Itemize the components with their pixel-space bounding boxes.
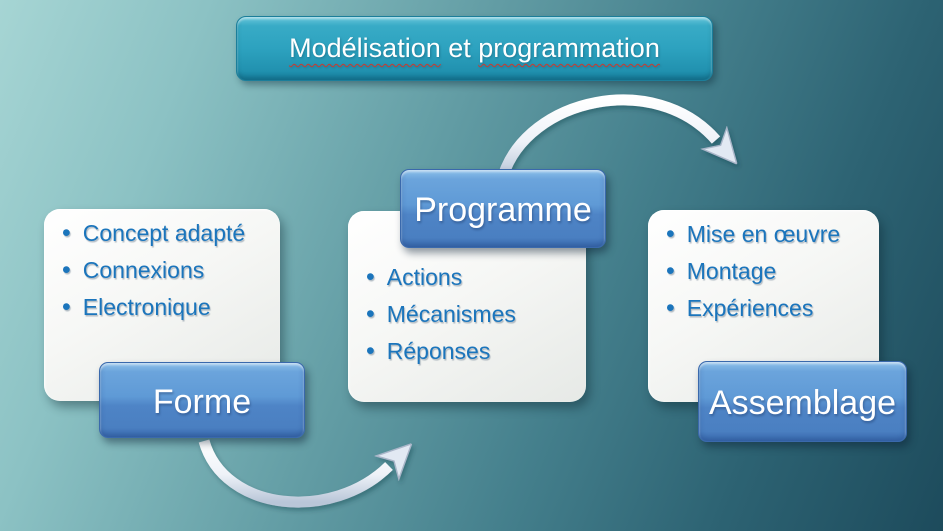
- bullet-item: Electronique: [62, 289, 274, 326]
- title-word: et: [440, 33, 479, 63]
- bullet-item: Actions: [366, 259, 580, 296]
- label-box-programme: Programme: [400, 169, 606, 248]
- card-forme: Concept adapté Connexions Electronique: [44, 209, 280, 401]
- bullet-list: Actions Mécanismes Réponses: [348, 211, 586, 370]
- title-box: Modélisation et programmation: [236, 16, 713, 81]
- label-text: Programme: [414, 191, 592, 229]
- bullet-list: Mise en œuvre Montage Expériences: [648, 210, 879, 327]
- label-box-assemblage: Assemblage: [698, 361, 907, 442]
- bullet-item: Connexions: [62, 252, 274, 289]
- bullet-item: Expériences: [666, 290, 873, 327]
- bullet-list: Concept adapté Connexions Electronique: [44, 209, 280, 326]
- bullet-item: Mise en œuvre: [666, 216, 873, 253]
- bullet-item: Montage: [666, 253, 873, 290]
- title-word-misspelled: programmation: [478, 33, 660, 63]
- label-box-forme: Forme: [99, 362, 305, 438]
- title-word-misspelled: Modélisation: [289, 33, 441, 63]
- label-text: Assemblage: [708, 384, 897, 422]
- bullet-item: Concept adapté: [62, 215, 274, 252]
- curved-arrow-top-icon: [497, 94, 716, 178]
- curved-arrow-bottom-icon: [198, 439, 389, 508]
- bullet-item: Réponses: [366, 333, 580, 370]
- label-text: Forme: [152, 382, 252, 421]
- bullet-item: Mécanismes: [366, 296, 580, 333]
